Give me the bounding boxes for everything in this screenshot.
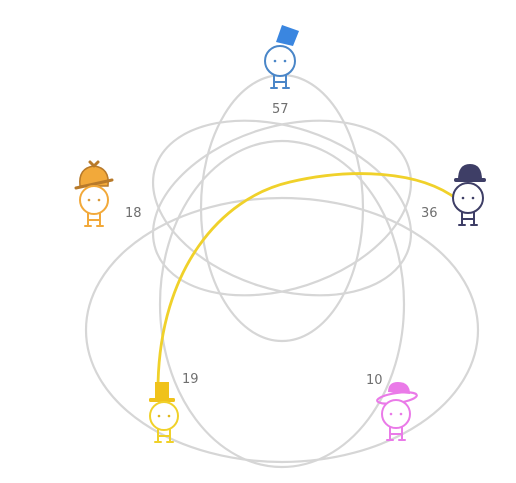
figure-top (264, 25, 299, 89)
figure-eye (389, 412, 393, 416)
figure-body (84, 212, 104, 227)
deerstalker-hat-flaps (74, 160, 114, 190)
rings (84, 73, 480, 469)
ring-lower-left (84, 196, 480, 464)
figure-head (149, 401, 179, 431)
count-top: 57 (272, 102, 289, 117)
highlight-arc (156, 172, 460, 387)
figure-body (154, 428, 174, 443)
figure-bottom-left (149, 382, 179, 443)
count-bottom-right: 10 (366, 373, 383, 388)
figure-body (458, 211, 478, 226)
bucket-hat-icon (276, 25, 299, 46)
figure-eye (97, 198, 101, 202)
figure-eye (157, 414, 161, 418)
figure-right (452, 164, 486, 226)
count-right: 36 (421, 206, 438, 221)
top-hat-icon (155, 382, 169, 400)
figure-head (452, 182, 484, 214)
figure-body (270, 74, 290, 89)
bowler-hat-icon (458, 164, 482, 180)
figure-head (381, 399, 411, 429)
figure-eye (273, 59, 277, 63)
ring-upper-right (151, 119, 413, 297)
figure-head (79, 185, 109, 215)
count-bottom-left: 19 (182, 372, 199, 387)
ring-upper-left (151, 119, 413, 297)
bowler-hat-brim (454, 178, 486, 182)
sun-hat-icon (388, 382, 410, 394)
figure-bottom-right (376, 382, 418, 441)
ring-lower-right (158, 139, 406, 469)
figure-eye (87, 198, 91, 202)
figure-eye (471, 196, 475, 200)
top-hat-brim (149, 398, 175, 402)
figure-left (74, 160, 114, 227)
count-left: 18 (125, 206, 142, 221)
figure-eye (399, 412, 403, 416)
figure-eye (283, 59, 287, 63)
figure-body (386, 426, 406, 441)
figure-head (264, 45, 296, 77)
figure-eye (461, 196, 465, 200)
figure-eye (167, 414, 171, 418)
